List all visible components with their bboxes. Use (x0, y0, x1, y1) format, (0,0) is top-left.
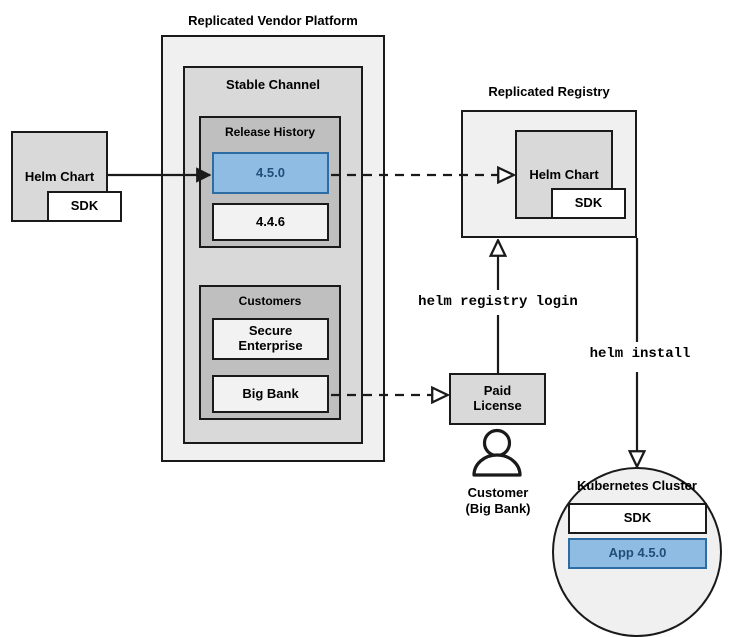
vendor-platform-title: Replicated Vendor Platform (188, 13, 358, 28)
registry-title: Replicated Registry (488, 84, 610, 99)
release-item-4-4-6[interactable]: 4.4.6 (212, 203, 329, 241)
command-helm-install: helm install (589, 346, 691, 362)
kubernetes-cluster-label: Kubernetes Cluster (577, 478, 697, 493)
customers-label: Customers (238, 294, 302, 308)
source-helm-chart-label: Helm Chart (24, 169, 95, 184)
cluster-component-sdk[interactable]: SDK (568, 503, 707, 534)
customer-secure-enterprise[interactable]: Secure Enterprise (212, 318, 329, 360)
release-history-label: Release History (224, 125, 316, 139)
stable-channel-label: Stable Channel (226, 77, 320, 92)
cluster-component-app[interactable]: App 4.5.0 (568, 538, 707, 569)
customer-actor-label: Customer (Big Bank) (465, 485, 531, 516)
customer-big-bank[interactable]: Big Bank (212, 375, 329, 413)
registry-helm-chart-label: Helm Chart (529, 167, 599, 182)
command-registry-login: helm registry login (418, 294, 578, 310)
registry-helm-chart-sdk[interactable]: SDK (551, 188, 626, 219)
source-helm-chart-sdk[interactable]: SDK (47, 191, 122, 222)
release-item-4-5-0[interactable]: 4.5.0 (212, 152, 329, 194)
paid-license-box[interactable]: Paid License (449, 373, 546, 425)
